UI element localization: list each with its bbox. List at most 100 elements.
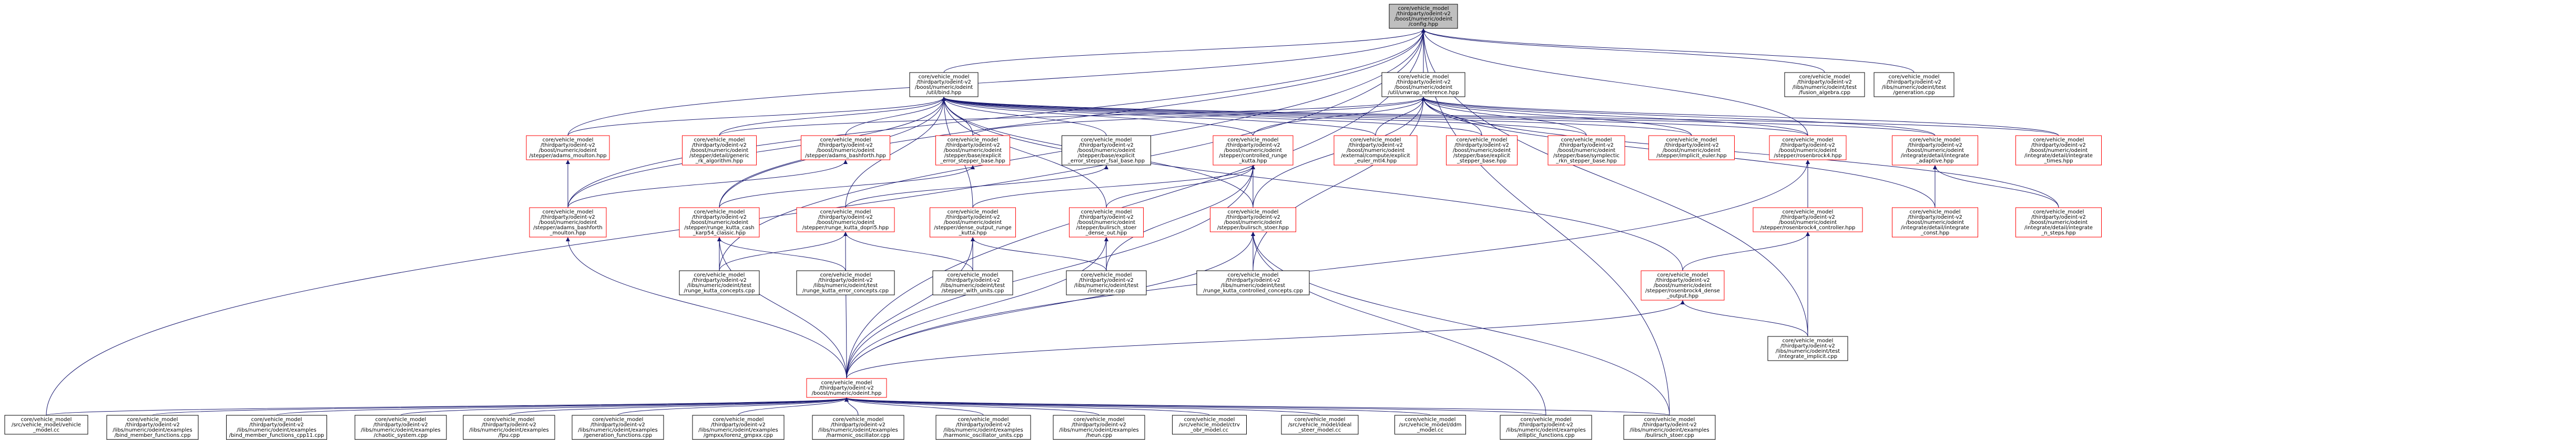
graph-node-elliptic-functions[interactable]: core/vehicle_model/thirdparty/odeint-v2/…: [1500, 415, 1592, 440]
node-label-line: /stepper/base/explicit: [1453, 153, 1510, 159]
graph-node-explicit-error-base[interactable]: core/vehicle_model/thirdparty/odeint-v2/…: [935, 135, 1010, 166]
graph-node-controlled-rk[interactable]: core/vehicle_model/thirdparty/odeint-v2/…: [1213, 135, 1294, 166]
node-label-line: /thirdparty/odeint-v2: [125, 422, 180, 428]
node-label-line: /stepper/bulirsch_stoer: [1076, 225, 1137, 231]
node-label-line: /boost/numeric/odeint: [690, 148, 749, 154]
graph-node-rosenbrock4-controller[interactable]: core/vehicle_model/thirdparty/odeint-v2/…: [1753, 207, 1863, 232]
graph-node-adams-bashforth-moulton[interactable]: core/vehicle_model/thirdparty/odeint-v2/…: [529, 207, 607, 238]
edge-odeint-to-rosenbrock4-dense: [846, 300, 1685, 379]
graph-node-odeint[interactable]: core/vehicle_model/thirdparty/odeint-v2/…: [806, 378, 887, 398]
graph-node-stepper-with-units[interactable]: core/vehicle_model/thirdparty/odeint-v2/…: [932, 270, 1013, 295]
graph-node-rk-concepts[interactable]: core/vehicle_model/thirdparty/odeint-v2/…: [679, 270, 760, 295]
edge-bind-member-functions-cpp11-to-odeint: [276, 397, 849, 416]
node-label-line: core/vehicle_model: [919, 74, 970, 80]
edge-adams-bashforth-moulton-to-root: [567, 28, 1426, 208]
graph-node-obr-model[interactable]: core/vehicle_model/src/vehicle_model/ctr…: [1172, 415, 1247, 435]
node-label-line: /thirdparty/odeint-v2: [1454, 142, 1509, 148]
graph-node-bind[interactable]: core/vehicle_model/thirdparty/odeint-v2/…: [909, 72, 979, 97]
graph-node-fpu[interactable]: core/vehicle_model/thirdparty/odeint-v2/…: [463, 415, 555, 440]
node-label-line: _rkn_stepper_base.hpp: [1555, 158, 1617, 164]
graph-node-extrapolation[interactable]: core/vehicle_model/thirdparty/odeint-v2/…: [1333, 135, 1418, 166]
node-label-line: core/vehicle_model: [1405, 417, 1456, 423]
node-label-line: /libs/numeric/odeint/test: [1221, 283, 1285, 289]
graph-node-ddm-model[interactable]: core/vehicle_model/src/vehicle_model/ddm…: [1394, 415, 1466, 435]
edge-integrate-implicit-to-root: [1421, 28, 1808, 337]
graph-node-bulirsch[interactable]: core/vehicle_model/thirdparty/odeint-v2/…: [1210, 207, 1296, 232]
graph-node-adams-bashforth[interactable]: core/vehicle_model/thirdparty/odeint-v2/…: [801, 135, 890, 160]
graph-node-explicit-stepper-base[interactable]: core/vehicle_model/thirdparty/odeint-v2/…: [1446, 135, 1518, 166]
edge-heun-to-odeint: [844, 397, 1099, 416]
node-label-line: /boost/numeric/odeint: [1077, 220, 1136, 226]
graph-node-chaotic-system[interactable]: core/vehicle_model/thirdparty/odeint-v2/…: [354, 415, 447, 440]
node-label-line: core/vehicle_model: [2033, 209, 2084, 215]
edge-rk-cash-karp-to-explicit-error-base: [719, 165, 975, 208]
edge-odeint-to-controlled-rk: [846, 165, 1255, 379]
graph-node-adams-moulton[interactable]: core/vehicle_model/thirdparty/odeint-v2/…: [526, 135, 610, 160]
graph-node-harmonic-oscillator[interactable]: core/vehicle_model/thirdparty/odeint-v2/…: [812, 415, 904, 440]
edge-implicit-euler-to-unwrap: [1421, 97, 1692, 136]
node-label-line: /stepper/rosenbrock4.hpp: [1774, 153, 1842, 159]
graph-node-rk-cash-karp[interactable]: core/vehicle_model/thirdparty/odeint-v2/…: [679, 207, 760, 238]
graph-node-dense-output-rk[interactable]: core/vehicle_model/thirdparty/odeint-v2/…: [930, 207, 1016, 238]
graph-node-bind-member-functions[interactable]: core/vehicle_model/thirdparty/odeint-v2/…: [106, 415, 199, 440]
node-label-line: core/vehicle_model: [694, 137, 745, 143]
graph-node-bulirsch-stoer-ex[interactable]: core/vehicle_model/thirdparty/odeint-v2/…: [1623, 415, 1716, 440]
node-label-line: /thirdparty/odeint-v2: [1559, 142, 1614, 148]
node-label-line: core/vehicle_model: [958, 417, 1009, 423]
node-label-line: /integrate/detail/integrate: [2024, 153, 2093, 159]
node-label-line: /thirdparty/odeint-v2: [819, 385, 874, 391]
node-label-line: /boost/numeric/odeint: [1077, 148, 1136, 154]
graph-node-root[interactable]: core/vehicle_model/thirdparty/odeint-v2/…: [1389, 4, 1458, 29]
graph-node-generic-rk[interactable]: core/vehicle_model/thirdparty/odeint-v2/…: [682, 135, 757, 166]
node-box: [1053, 415, 1145, 440]
graph-node-integrate-const[interactable]: core/vehicle_model/thirdparty/odeint-v2/…: [1892, 207, 1978, 238]
node-label-line: _const.hpp: [1920, 230, 1949, 236]
graph-node-integrate-adaptive[interactable]: core/vehicle_model/thirdparty/odeint-v2/…: [1892, 135, 1978, 166]
graph-node-gmpxx-lorenz[interactable]: core/vehicle_model/thirdparty/odeint-v2/…: [692, 415, 785, 440]
node-label-line: core/vehicle_model: [694, 209, 745, 215]
graph-node-integrate-implicit[interactable]: core/vehicle_model/thirdparty/odeint-v2/…: [1767, 336, 1848, 361]
node-label-line: /thirdparty/odeint-v2: [711, 422, 766, 428]
node-label-line: /stepper/controlled_runge: [1219, 153, 1287, 159]
edge-gmpxx-lorenz-to-odeint: [738, 397, 849, 416]
node-box: [2015, 207, 2102, 238]
graph-node-ideal-steer[interactable]: core/vehicle_model/src/vehicle_model/ide…: [1281, 415, 1359, 435]
graph-node-rosenbrock4-dense[interactable]: core/vehicle_model/thirdparty/odeint-v2/…: [1641, 270, 1725, 301]
graph-node-integrate-cpp[interactable]: core/vehicle_model/thirdparty/odeint-v2/…: [1066, 270, 1147, 295]
graph-node-integrate-times[interactable]: core/vehicle_model/thirdparty/odeint-v2/…: [2015, 135, 2102, 166]
node-label-line: core/vehicle_model: [833, 417, 884, 423]
graph-node-bulirsch-dense[interactable]: core/vehicle_model/thirdparty/odeint-v2/…: [1069, 207, 1144, 238]
node-box: [679, 207, 760, 238]
node-label-line: /libs/numeric/odeint/test: [941, 283, 1005, 289]
graph-node-generation-functions[interactable]: core/vehicle_model/thirdparty/odeint-v2/…: [572, 415, 664, 440]
graph-node-rk-dopri5[interactable]: core/vehicle_model/thirdparty/odeint-v2/…: [796, 207, 895, 232]
graph-node-harmonic-oscillator-units[interactable]: core/vehicle_model/thirdparty/odeint-v2/…: [935, 415, 1031, 440]
graph-node-rosenbrock4[interactable]: core/vehicle_model/thirdparty/odeint-v2/…: [1769, 135, 1847, 160]
node-label-line: /fusion_algebra.cpp: [1799, 90, 1850, 96]
node-label-line: /bind_member_functions.cpp: [115, 433, 191, 438]
node-box: [692, 415, 785, 440]
node-box: [1066, 270, 1147, 295]
edge-rosenbrock4-dense-to-rosenbrock4-controller: [1682, 232, 1810, 271]
node-label-line: /stepper_with_units.cpp: [942, 288, 1004, 294]
graph-node-integrate-n-steps[interactable]: core/vehicle_model/thirdparty/odeint-v2/…: [2015, 207, 2102, 238]
graph-node-heun[interactable]: core/vehicle_model/thirdparty/odeint-v2/…: [1053, 415, 1145, 440]
graph-node-symplectic-rkn[interactable]: core/vehicle_model/thirdparty/odeint-v2/…: [1547, 135, 1625, 166]
graph-node-explicit-error-fsal[interactable]: core/vehicle_model/thirdparty/odeint-v2/…: [1062, 135, 1151, 166]
node-label-line: core/vehicle_model: [1081, 137, 1132, 143]
graph-node-bind-member-functions-cpp11[interactable]: core/vehicle_model/thirdparty/odeint-v2/…: [226, 415, 327, 440]
node-box: [1394, 415, 1466, 435]
graph-node-fusion-algebra[interactable]: core/vehicle_model/thirdparty/odeint-v2/…: [1784, 72, 1865, 97]
graph-node-implicit-euler[interactable]: core/vehicle_model/thirdparty/odeint-v2/…: [1648, 135, 1735, 160]
graph-node-generation[interactable]: core/vehicle_model/thirdparty/odeint-v2/…: [1874, 72, 1954, 97]
node-box: [796, 207, 895, 232]
edge-elliptic-functions-to-odeint: [844, 397, 1546, 416]
graph-node-rk-controlled-concepts[interactable]: core/vehicle_model/thirdparty/odeint-v2/…: [1196, 270, 1310, 295]
graph-node-rk-error-concepts[interactable]: core/vehicle_model/thirdparty/odeint-v2/…: [796, 270, 895, 295]
graph-node-unwrap[interactable]: core/vehicle_model/thirdparty/odeint-v2/…: [1381, 72, 1465, 97]
graph-node-vehicle-model-cc[interactable]: core/vehicle_model/src/vehicle_model/veh…: [4, 415, 88, 435]
node-label-line: /boost/numeric/odeint: [915, 85, 973, 90]
node-label-line: /boost/numeric/odeint: [1779, 148, 1837, 154]
edge-adams-moulton-to-bind: [567, 97, 946, 136]
edge-generation-to-root: [1421, 28, 1915, 73]
